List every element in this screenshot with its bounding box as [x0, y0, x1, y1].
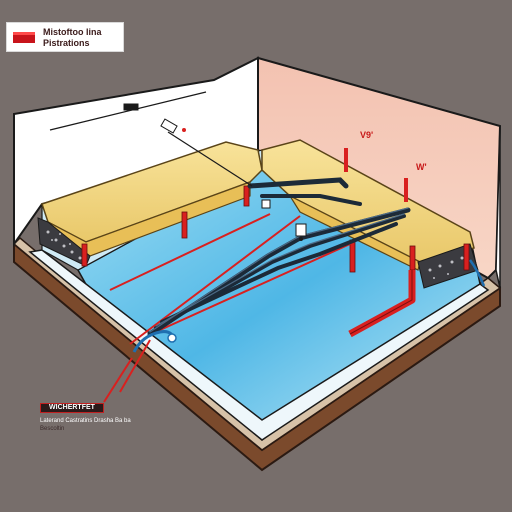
- pump-fitting: [295, 223, 307, 241]
- hose-clamp: [167, 333, 177, 343]
- skimmer-fitting: [261, 199, 271, 209]
- tag-right: W': [416, 162, 427, 172]
- red-return-pipe-outline: [349, 270, 413, 335]
- dark-pipes-highlight: [149, 207, 409, 333]
- gravel-right: [417, 243, 479, 289]
- caption-sub: Bescoltin: [40, 426, 65, 432]
- callout-line: [103, 357, 133, 403]
- pool-rim: [28, 249, 490, 441]
- title-swatch: [13, 32, 35, 43]
- callout-label: WICHERTFET: [40, 403, 104, 413]
- gravel-right-specks: [428, 256, 464, 279]
- dark-pipes: [147, 177, 411, 337]
- gravel-left-specks: [46, 230, 82, 260]
- right-wall-edge: [495, 125, 501, 289]
- tag-left: V9': [360, 130, 374, 140]
- wall-pipes: [344, 148, 408, 202]
- title-card: Mistoftoo lina Pistrations: [6, 22, 124, 52]
- caption: Laterand Castratins Drasha Ba ba Bescolt…: [40, 418, 190, 433]
- title-line-2: Pistrations: [43, 38, 90, 48]
- gravel-left: [37, 217, 91, 267]
- title-line-1: Mistoftoo lina: [43, 27, 102, 37]
- red-posts: [81, 185, 470, 273]
- wall-wiring: [49, 91, 253, 187]
- wall-switch: [160, 118, 186, 134]
- caption-text: Laterand Castratins Drasha Ba ba: [40, 418, 131, 424]
- blue-hose-right: [468, 259, 486, 287]
- red-lines: [109, 213, 351, 393]
